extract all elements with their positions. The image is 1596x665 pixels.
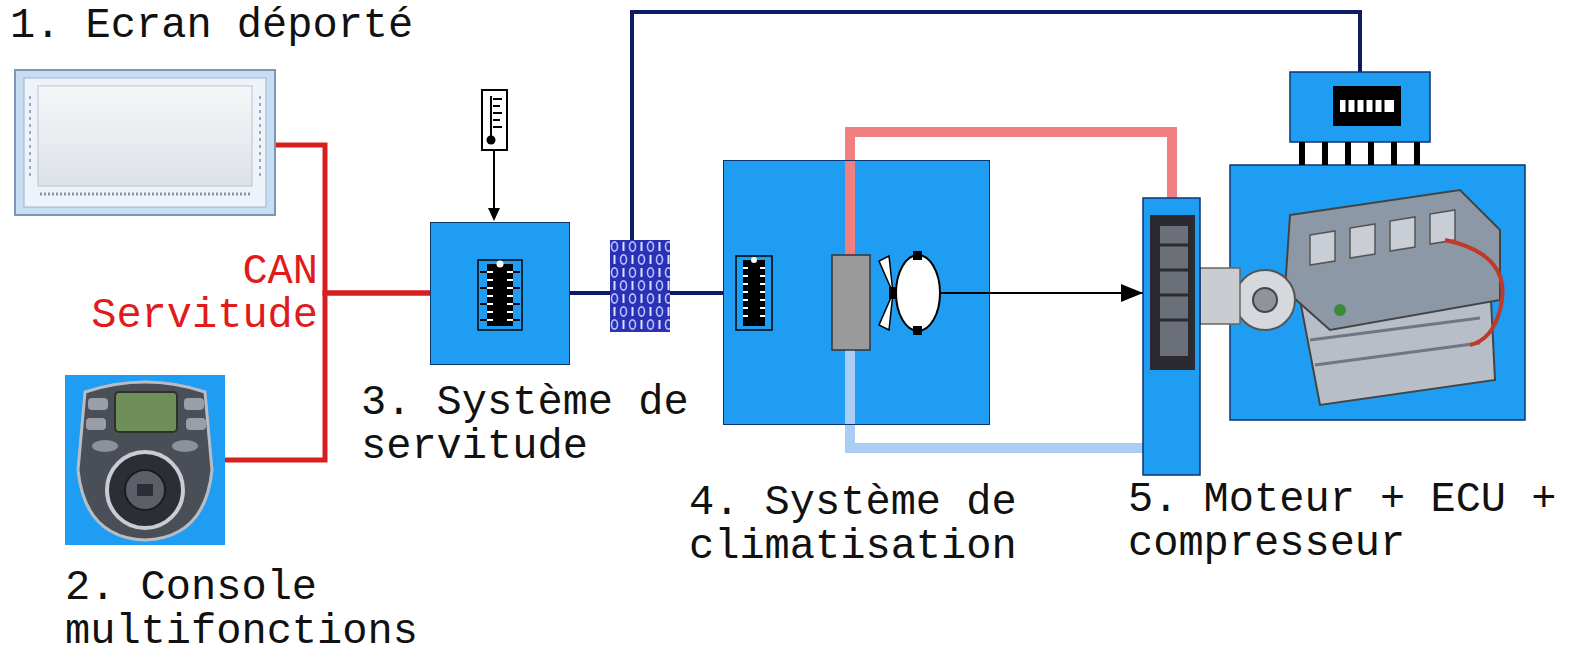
node-heading: 4. Système de climatisation <box>689 481 1042 569</box>
engine-group: 5. Moteur + ECU + compresseur <box>1143 72 1525 475</box>
node-heading: 3. Système de servitude <box>361 381 714 469</box>
engine-picture <box>1143 72 1525 475</box>
climate-unit-picture <box>723 160 990 425</box>
node-heading: 5. Moteur + ECU + compresseur <box>1128 478 1569 566</box>
display-screen: 1. Ecran déporté <box>15 70 275 215</box>
console-unit: 2. Console multifonctions <box>65 375 225 545</box>
thermometer-symbol <box>482 90 507 221</box>
node-heading: 1. Ecran déporté <box>10 4 413 48</box>
process-box: 3. Système de servitude <box>430 222 570 365</box>
node-heading: 2. Console multifonctions <box>65 566 443 654</box>
console-picture <box>65 375 225 545</box>
binary-data-icon <box>610 240 670 332</box>
control-unit-picture <box>430 222 570 365</box>
drive-arrow <box>990 292 1143 294</box>
screen-picture <box>15 70 275 215</box>
process-box: 4. Système de climatisation <box>723 160 990 425</box>
refrigerant-cold-pipe <box>850 425 1172 475</box>
bus-label: CAN Servitude <box>66 250 318 338</box>
